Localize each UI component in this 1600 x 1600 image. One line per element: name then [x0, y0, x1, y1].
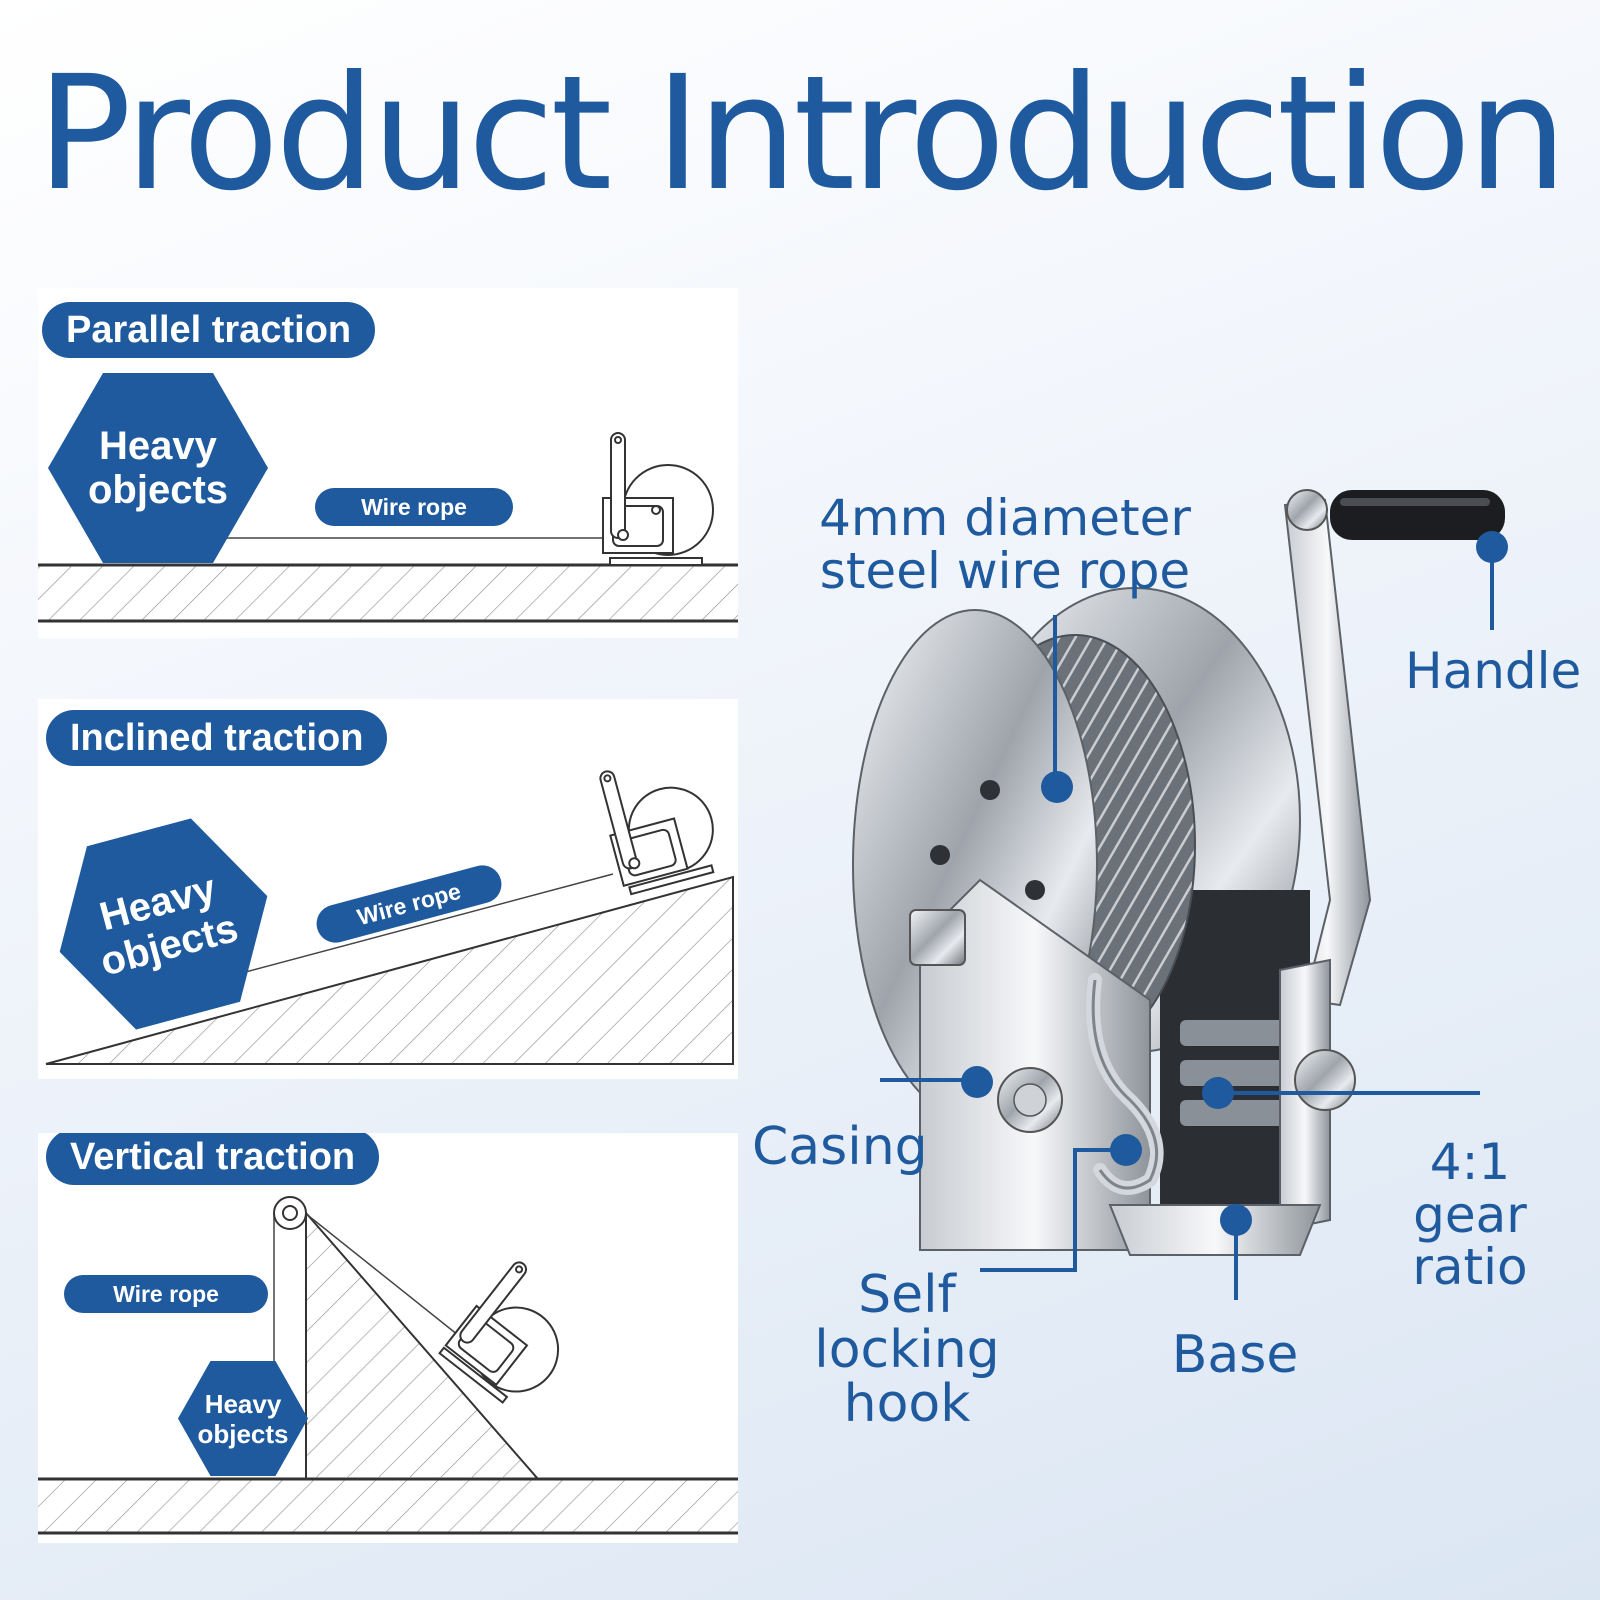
wire-rope-callout-line-2: steel wire rope	[819, 541, 1191, 600]
hook-callout-line-2: locking hook	[814, 1319, 1000, 1435]
parallel-traction-panel: Parallel traction Heavy objects Wire rop…	[38, 288, 738, 638]
gear-ratio-callout: 4:1 gear ratio	[1350, 1136, 1590, 1294]
inclined-traction-illustration	[45, 770, 734, 1065]
parallel-traction-illustration	[38, 432, 738, 623]
heavy-objects-line-2: objects	[87, 468, 229, 512]
heavy-objects-line-1: Heavy	[99, 424, 217, 468]
wire-rope-callout: 4mm diameter steel wire rope	[800, 492, 1210, 597]
hook-callout-line-1: Self	[858, 1265, 956, 1325]
hand-winch-illustration	[852, 489, 1508, 1300]
inclined-traction-panel: Inclined traction Heavy objects Wire rop…	[38, 699, 738, 1079]
handle-callout: Handle	[1405, 642, 1582, 700]
casing-callout: Casing	[752, 1117, 928, 1177]
heavy-objects-line-2: objects	[197, 1418, 289, 1449]
vertical-traction-label: Vertical traction	[46, 1133, 380, 1185]
inclined-traction-label: Inclined traction	[46, 710, 388, 766]
heavy-objects-line-1: Heavy	[204, 1388, 282, 1419]
page-title: Product Introduction	[36, 42, 1568, 226]
wire-rope-callout-line-1: 4mm diameter	[819, 489, 1191, 547]
vertical-traction-illustration	[38, 1196, 738, 1535]
gear-ratio-callout-line-2: gear ratio	[1412, 1185, 1528, 1296]
vertical-traction-panel: Vertical traction Heavy objects Wire rop…	[38, 1133, 738, 1543]
base-callout: Base	[1171, 1325, 1299, 1385]
wire-rope-label: Wire rope	[64, 1275, 268, 1313]
handle-arm	[1283, 489, 1505, 1007]
gear-ratio-callout-line-1: 4:1	[1429, 1133, 1511, 1191]
wire-rope-label: Wire rope	[315, 488, 513, 526]
parallel-traction-label: Parallel traction	[42, 302, 376, 358]
self-locking-hook-callout: Self locking hook	[752, 1268, 1062, 1432]
